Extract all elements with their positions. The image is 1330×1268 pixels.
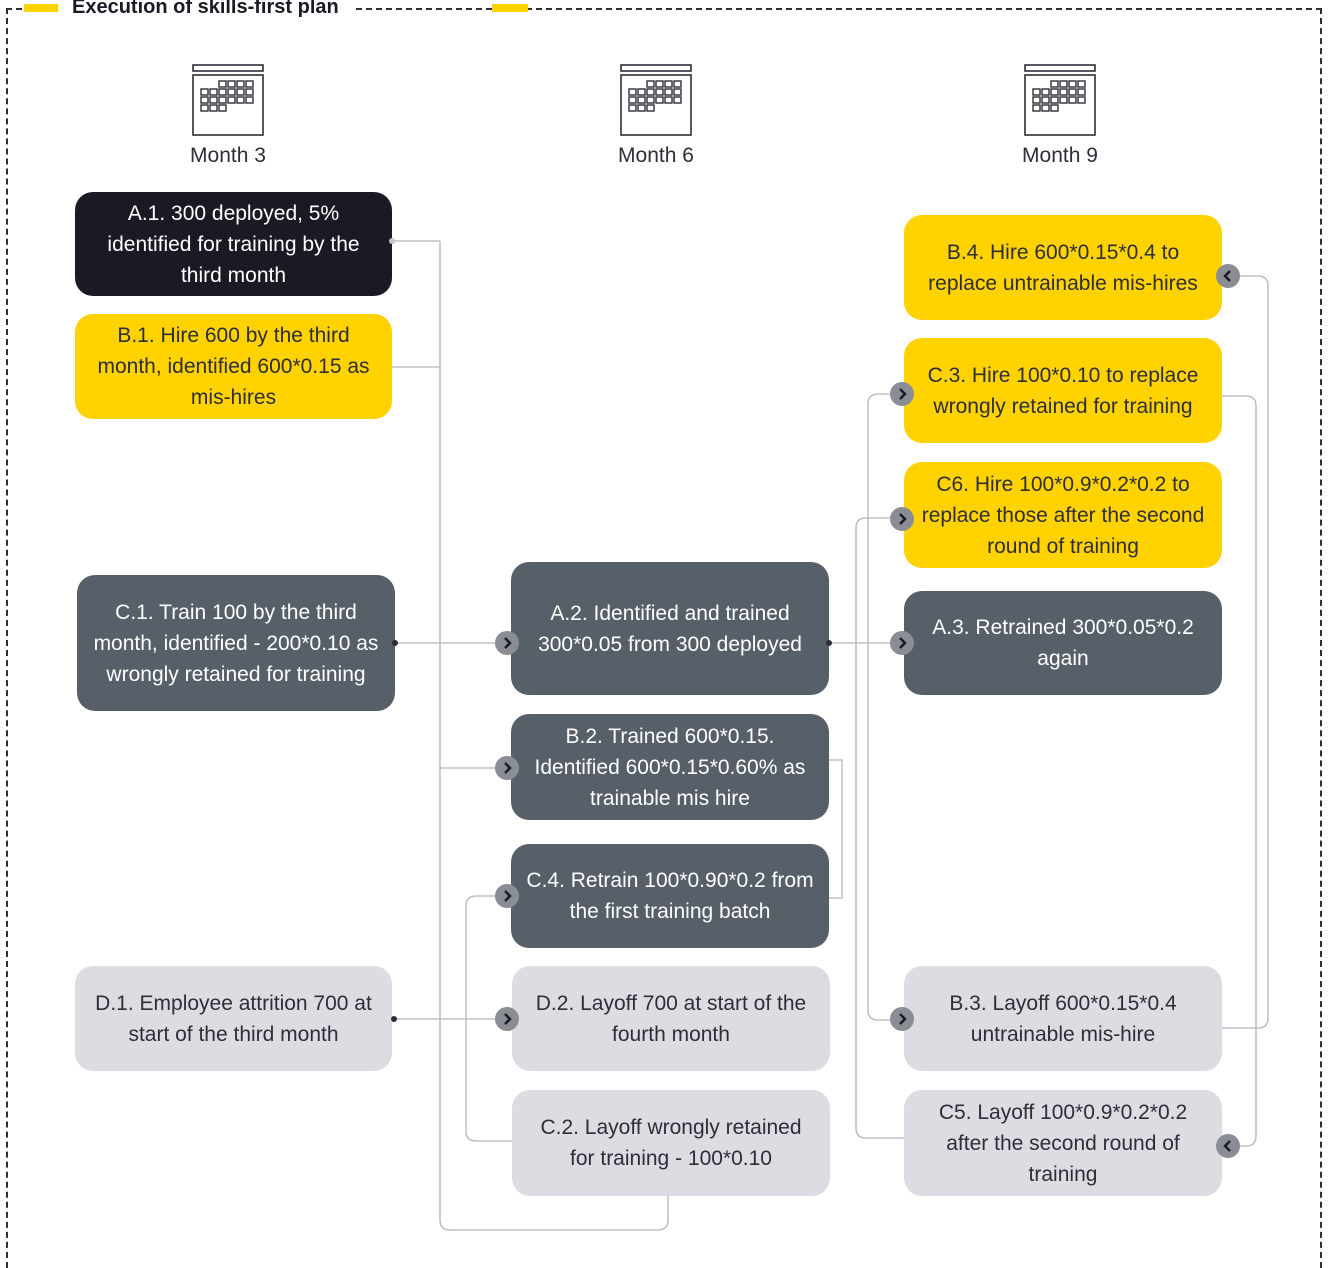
- chevron-right-icon: [495, 756, 519, 780]
- chevron-right-icon: [890, 382, 914, 406]
- title-accent-left: [24, 4, 58, 12]
- connector-dot: [392, 640, 398, 646]
- month-label: Month 3: [190, 144, 266, 167]
- chevron-right-icon: [890, 1007, 914, 1031]
- chevron-right-icon: [495, 1007, 519, 1031]
- step-c4: C.4. Retrain 100*0.90*0.2 from the first…: [511, 844, 829, 948]
- connector-dot: [391, 1016, 397, 1022]
- chevron-right-icon: [890, 631, 914, 655]
- calendar-icon: [1024, 64, 1096, 136]
- step-d2: D.2. Layoff 700 at start of the fourth m…: [512, 966, 830, 1071]
- connector-c3-b3: [867, 393, 892, 1021]
- trunk-month3: [439, 241, 669, 1231]
- step-c5: C5. Layoff 100*0.9*0.2*0.2 after the sec…: [904, 1090, 1222, 1196]
- step-d1: D.1. Employee attrition 700 at start of …: [75, 966, 392, 1071]
- connector-b3-b4: [1222, 275, 1269, 1029]
- chevron-left-icon: [1216, 1134, 1240, 1158]
- plan-frame: [6, 8, 1322, 1268]
- calendar-icon: [620, 64, 692, 136]
- step-c6: C6. Hire 100*0.9*0.2*0.2 to replace thos…: [904, 462, 1222, 568]
- chevron-right-icon: [890, 507, 914, 531]
- step-a3: A.3. Retrained 300*0.05*0.2 again: [904, 591, 1222, 695]
- step-b3: B.3. Layoff 600*0.15*0.4 untrainable mis…: [904, 966, 1222, 1071]
- step-c2: C.2. Layoff wrongly retained for trainin…: [512, 1090, 830, 1196]
- step-b4: B.4. Hire 600*0.15*0.4 to replace untrai…: [904, 215, 1222, 320]
- step-c1: C.1. Train 100 by the third month, ident…: [77, 575, 395, 711]
- calendar-icon: [192, 64, 264, 136]
- chevron-left-icon: [1216, 264, 1240, 288]
- step-b2: B.2. Trained 600*0.15. Identified 600*0.…: [511, 714, 829, 820]
- step-a2: A.2. Identified and trained 300*0.05 fro…: [511, 562, 829, 695]
- step-a1: A.1. 300 deployed, 5% identified for tra…: [75, 192, 392, 296]
- connector-dot: [389, 238, 395, 244]
- connector-dot: [826, 640, 832, 646]
- chevron-right-icon: [495, 884, 519, 908]
- connector-c6-c5: [855, 517, 904, 1139]
- connector-c2-c4: [465, 895, 512, 1142]
- step-b1: B.1. Hire 600 by the third month, identi…: [75, 314, 392, 419]
- chevron-right-icon: [495, 631, 519, 655]
- month-label: Month 9: [1022, 144, 1098, 167]
- connector-b2-c4: [829, 759, 843, 899]
- title-accent-right: [492, 4, 528, 12]
- step-c3: C.3. Hire 100*0.10 to replace wrongly re…: [904, 338, 1222, 443]
- diagram-title: Execution of skills-first plan: [58, 0, 353, 20]
- connector-c3-c5: [1222, 395, 1257, 1147]
- month-label: Month 6: [618, 144, 694, 167]
